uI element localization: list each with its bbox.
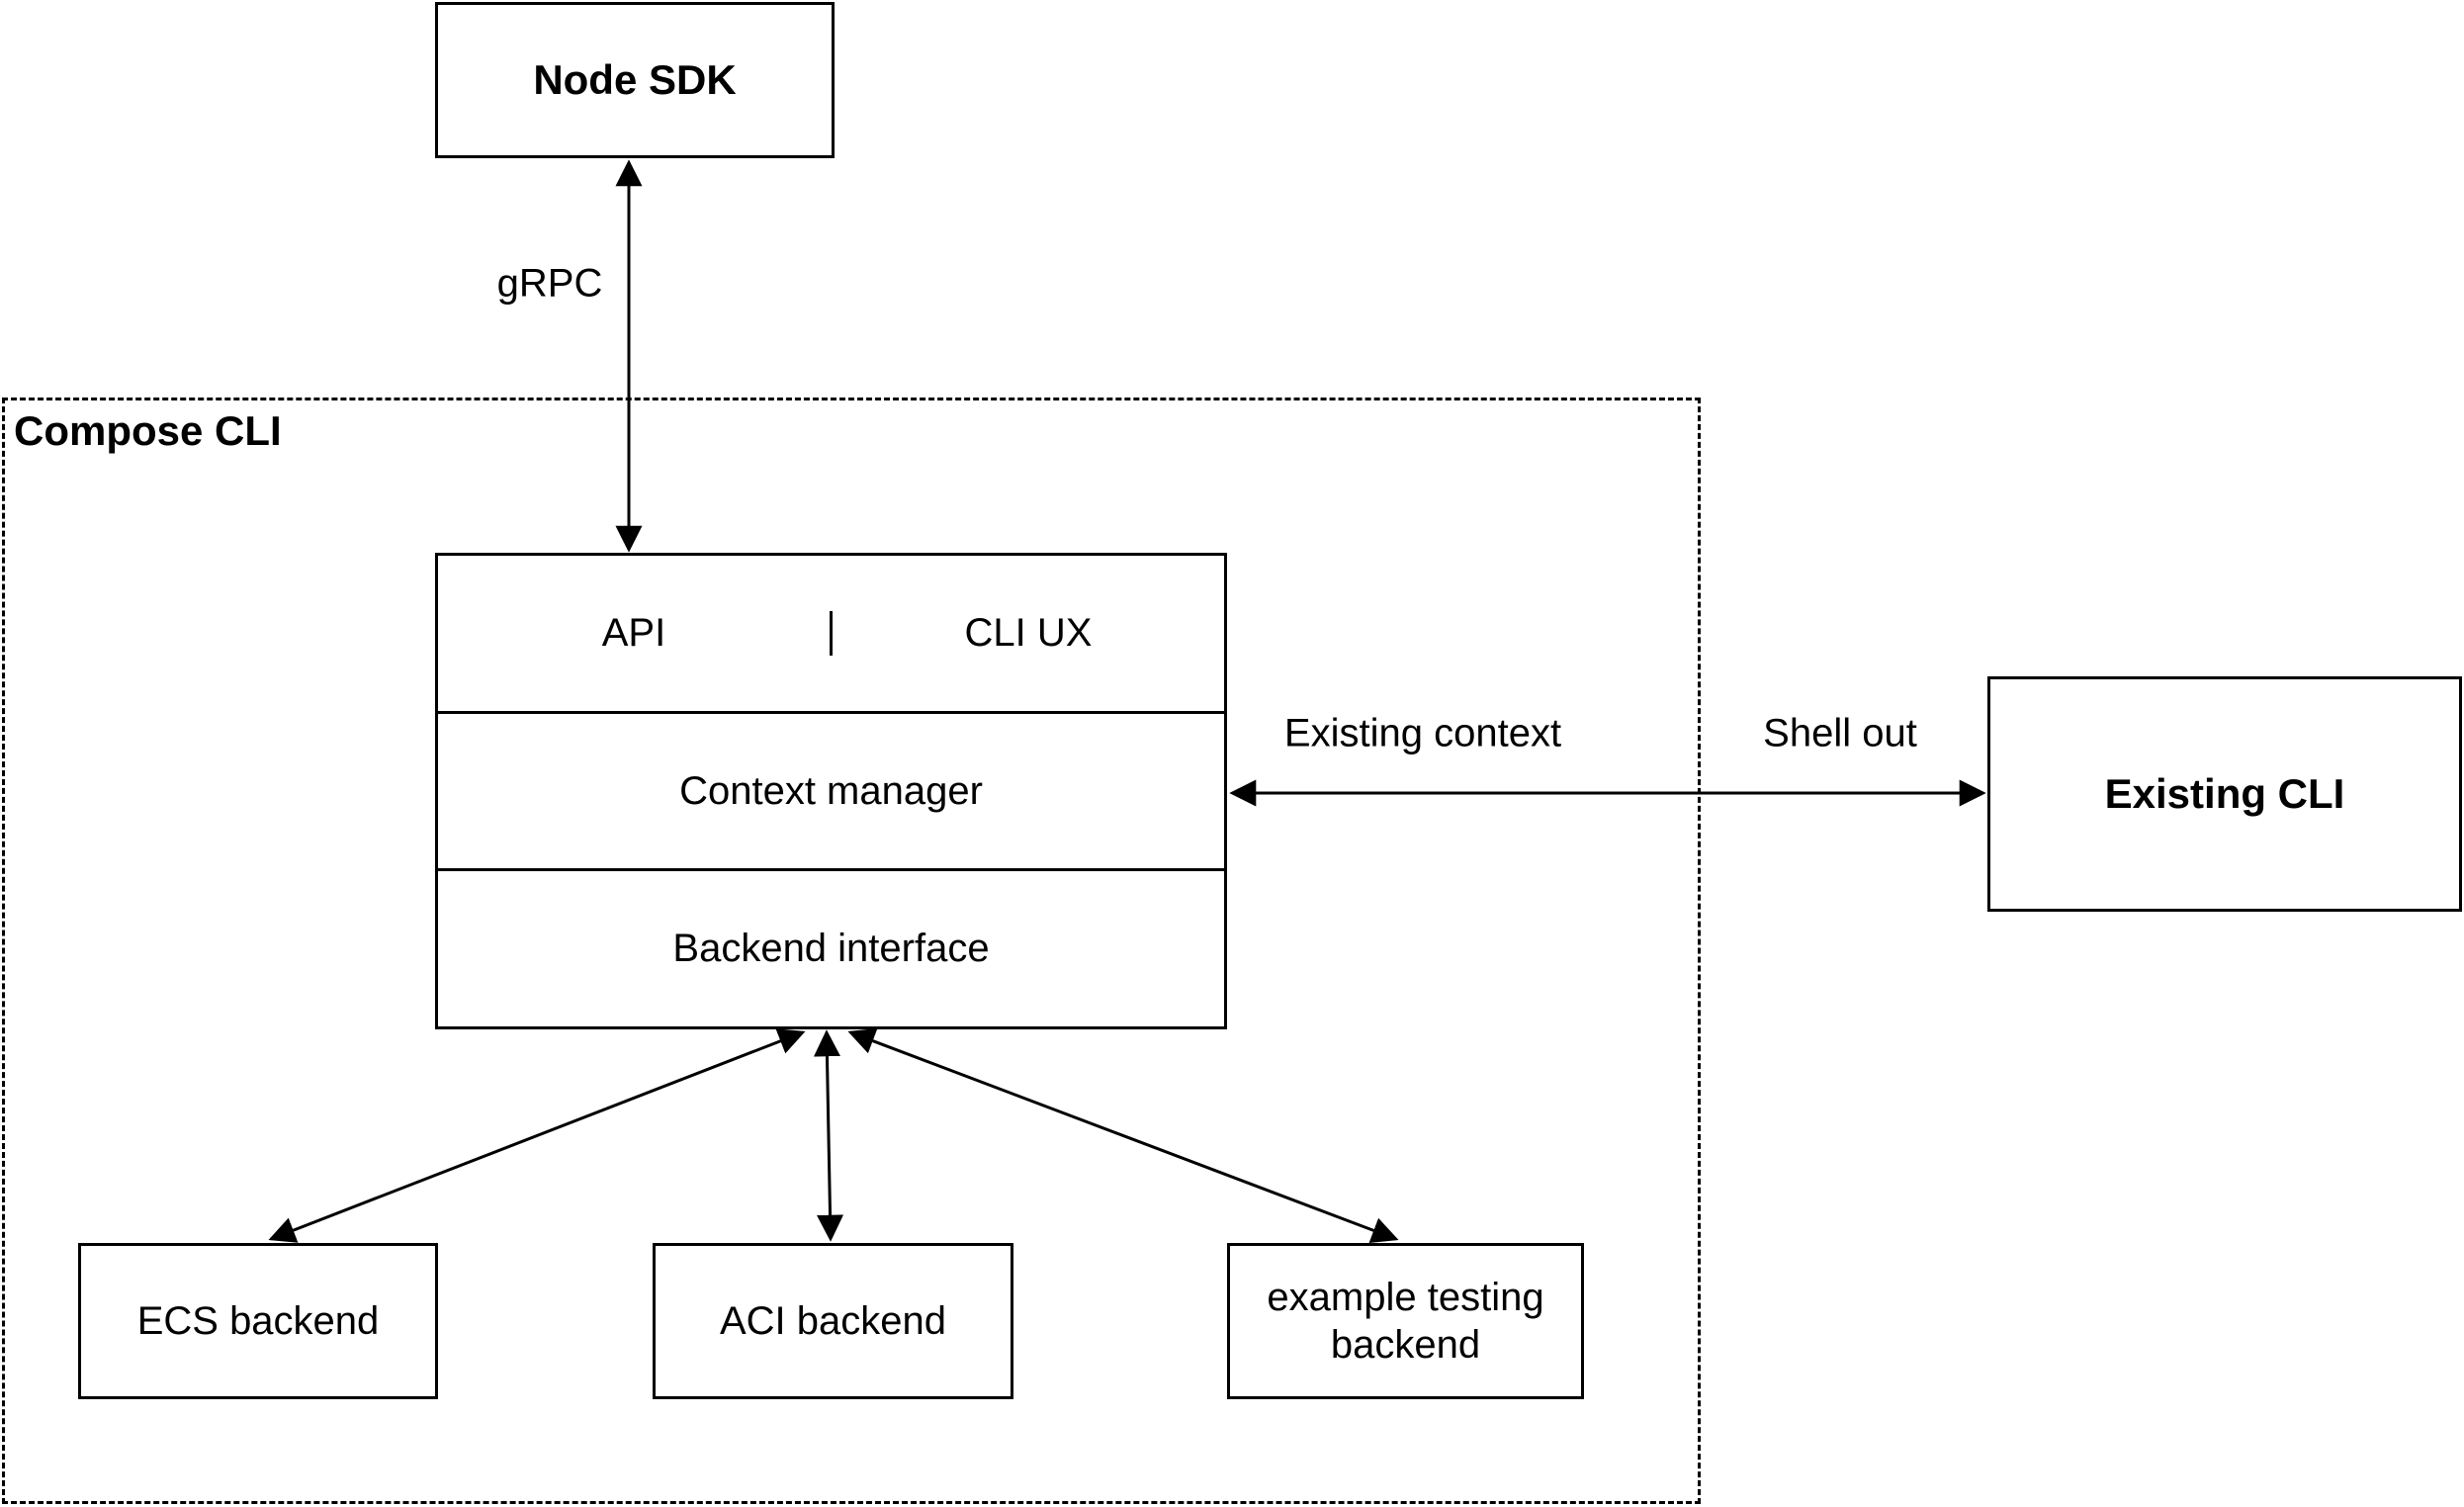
row-api-cliux: API CLI UX bbox=[438, 556, 1224, 714]
node-context-manager-label: Context manager bbox=[679, 768, 983, 813]
node-ecs-backend-label: ECS backend bbox=[136, 1299, 380, 1343]
edge-label-shell-out: Shell out bbox=[1757, 711, 1923, 756]
node-cli-ux-label: CLI UX bbox=[964, 610, 1093, 655]
node-backend-interface-label: Backend interface bbox=[672, 927, 990, 971]
node-existing-cli: Existing CLI bbox=[1987, 676, 2462, 912]
node-aci-backend: ACI backend bbox=[653, 1243, 1013, 1399]
node-api: API bbox=[438, 610, 833, 656]
node-compose-core: API CLI UX Context manager Backend inter… bbox=[435, 553, 1227, 1029]
node-node-sdk: Node SDK bbox=[435, 2, 835, 158]
compose-cli-label: Compose CLI bbox=[14, 407, 282, 454]
compose-cli-container bbox=[2, 398, 1701, 1504]
edge-label-existing-context: Existing context bbox=[1277, 711, 1568, 756]
node-aci-backend-label: ACI backend bbox=[719, 1299, 947, 1343]
node-example-testing-backend: example testing backend bbox=[1227, 1243, 1584, 1399]
node-node-sdk-label: Node SDK bbox=[533, 55, 737, 103]
node-existing-cli-label: Existing CLI bbox=[2104, 769, 2345, 817]
node-example-testing-backend-label: example testing backend bbox=[1267, 1276, 1544, 1367]
edge-label-grpc: gRPC bbox=[490, 261, 609, 307]
node-ecs-backend: ECS backend bbox=[78, 1243, 438, 1399]
node-cli-ux: CLI UX bbox=[833, 611, 1224, 656]
node-api-label: API bbox=[601, 610, 666, 655]
node-context-manager: Context manager bbox=[438, 714, 1224, 872]
node-backend-interface: Backend interface bbox=[438, 871, 1224, 1026]
